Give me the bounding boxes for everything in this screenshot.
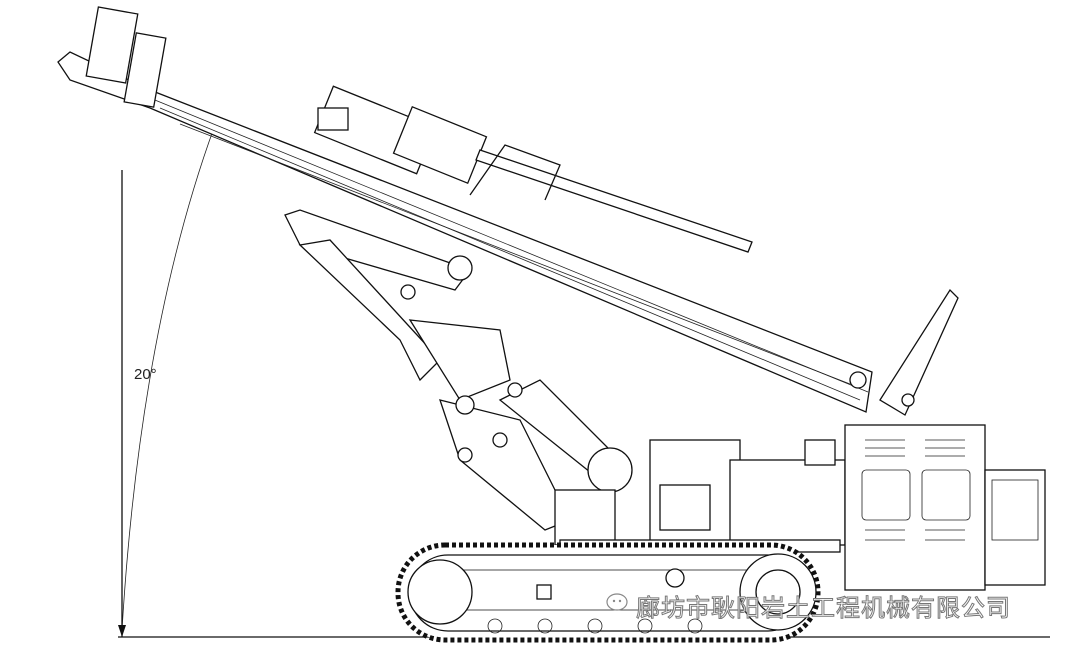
angle-label: 20° [134,366,157,383]
drill-rod [475,149,753,253]
company-watermark: 廊坊市耿阳岩土工程机械有限公司 [608,588,1011,623]
mast [57,6,873,413]
mast-head [85,6,139,84]
cabin [844,424,986,591]
arrow-icon [118,625,126,637]
vent-grille [865,439,965,541]
wechat-icon [606,593,628,611]
crawler-track [395,542,821,643]
boom-arm [284,209,959,546]
angle-arc [121,124,216,631]
idler-wheel [407,559,473,625]
watermark-text: 廊坊市耿阳岩土工程机械有限公司 [636,594,1011,623]
